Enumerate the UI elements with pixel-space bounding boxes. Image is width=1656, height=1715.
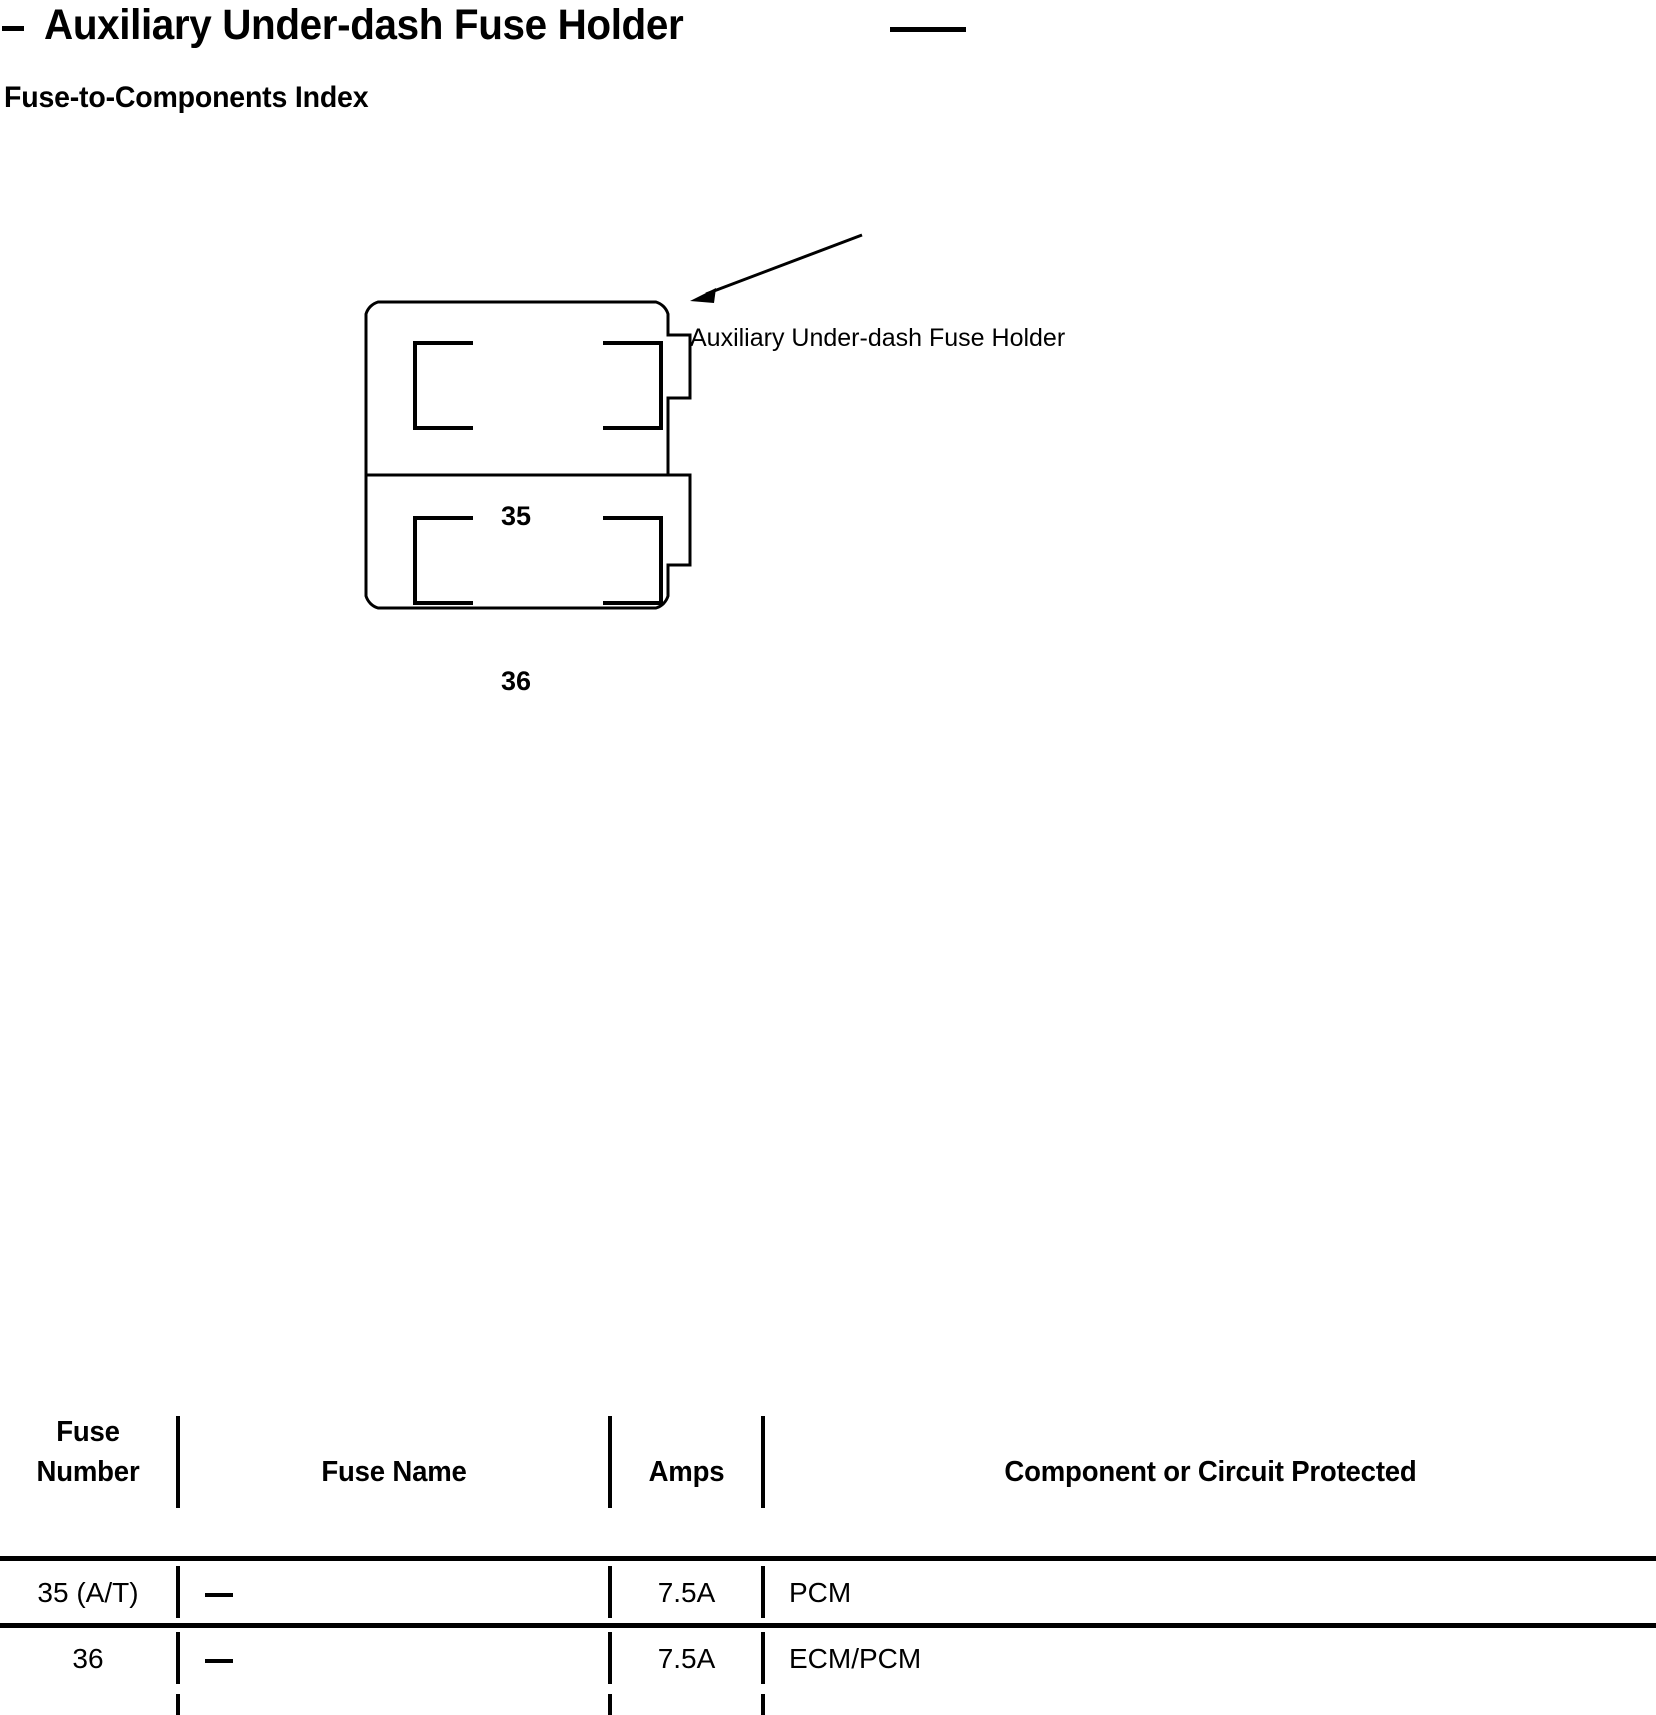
fuse-slot-number-35: 35 [500,501,532,531]
page-subtitle: Fuse-to-Components Index [4,81,369,114]
fuse-to-components-table: Fuse Number Fuse Name Amps Component or … [0,700,1656,1715]
holder-body-outline [364,300,692,610]
column-header-fuse-number-line2: Number [36,1456,140,1488]
column-header-fuse-name: Fuse Name [321,1456,467,1488]
page-title: Auxiliary Under-dash Fuse Holder [44,1,684,49]
column-separator-1-row1 [176,1566,180,1618]
column-separator-3-row2 [761,1632,765,1684]
cell-fuse-number-row2: 36 [72,1643,104,1674]
cell-fuse-number-row1: 35 (A/T) [37,1577,139,1608]
cell-fuse-name-row2-dash-icon [205,1659,233,1663]
callout-arrow-icon [690,233,863,303]
column-header-component: Component or Circuit Protected [1004,1456,1417,1488]
cell-component-row2: ECM/PCM [789,1643,922,1674]
table-row1-rule [0,1623,1656,1628]
column-separator-1-tail [176,1694,180,1715]
table-header-rule [0,1556,1656,1561]
column-separator-3-tail [761,1694,765,1715]
column-header-fuse-number-line1: Fuse [56,1416,120,1448]
column-separator-3-row1 [761,1566,765,1618]
callout-label: Auxiliary Under-dash Fuse Holder [690,324,1066,352]
column-separator-1-header [176,1416,180,1508]
cell-component-row1: PCM [789,1577,852,1608]
column-separator-2-tail [608,1694,612,1715]
column-separator-2-header [608,1416,612,1508]
title-leader-dash-icon [2,26,24,31]
fuse-holder-drawing [364,233,863,610]
fuse-slot-35-right-bracket [603,341,663,430]
fuse-slot-35-left-bracket [413,341,473,430]
title-block: Auxiliary Under-dash Fuse Holder [0,0,1656,60]
fuse-slot-36-right-bracket [603,516,663,605]
column-separator-3-header [761,1416,765,1508]
cell-amps-row1: 7.5A [657,1577,716,1608]
fuse-slot-number-36: 36 [500,666,532,696]
title-trailing-rule [890,27,966,32]
column-separator-1-row2 [176,1632,180,1684]
cell-fuse-name-row1-dash-icon [205,1593,233,1597]
cell-amps-row2: 7.5A [657,1643,716,1674]
column-header-amps: Amps [648,1456,725,1488]
fuse-holder-figure: Auxiliary Under-dash Fuse Holder 35 36 [0,150,1200,696]
fuse-slot-36-left-bracket [413,516,473,605]
